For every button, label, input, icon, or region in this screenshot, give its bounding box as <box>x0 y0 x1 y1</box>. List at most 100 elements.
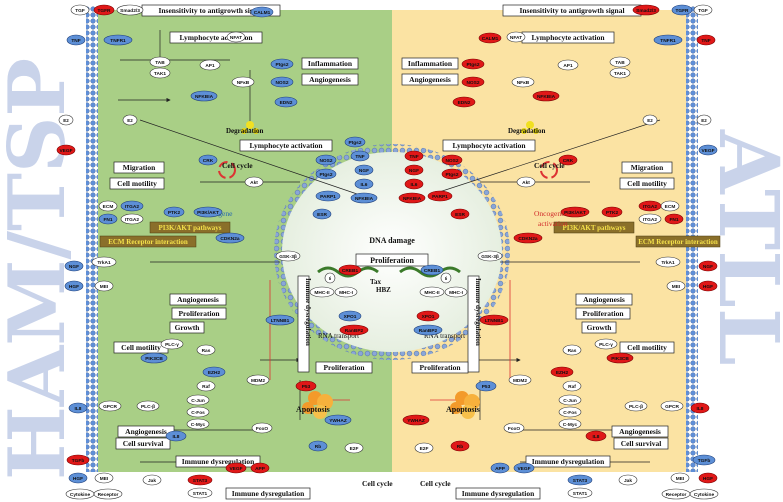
node-stat3-l: STAT3 <box>187 474 213 486</box>
box-lymph-act-mr: Lymphocyte activation <box>452 141 526 150</box>
node-label: VEGF <box>701 148 714 154</box>
node-fn1-l: FN1 <box>98 213 118 225</box>
node-stat1-l: STAT1 <box>187 487 213 499</box>
node-label: NFκB <box>237 80 250 86</box>
node-tnf-r: TNF <box>696 34 716 46</box>
label-dna-damage: DNA damage <box>369 236 415 245</box>
node-label: C-Jun <box>191 398 205 404</box>
node-e2-l1: E2 <box>58 114 74 126</box>
node-ranbp2-l: RanBP2 <box>339 324 369 336</box>
node-label: NOS2 <box>275 80 288 86</box>
node-label: ITGA2 <box>125 204 139 210</box>
node-label: Ii <box>329 276 332 281</box>
node-label: CDKN2a <box>220 236 240 242</box>
dna-strand-right <box>399 266 461 278</box>
node-p53-r: P53 <box>475 380 497 392</box>
node-tgf-l: TGF <box>70 4 90 16</box>
node-label: AP1 <box>205 63 215 69</box>
node-edn2-r: EDN2 <box>452 96 476 108</box>
node-nfkbia-l: NFKBIA <box>190 90 218 102</box>
node-label: PTK2 <box>606 210 619 216</box>
node-label: ECM <box>665 204 676 210</box>
node-label: Akt <box>250 180 258 186</box>
node-label: TNF <box>355 154 364 160</box>
node-creb1-l: CREB1 <box>338 264 362 276</box>
node-label: Ras <box>568 348 577 354</box>
node-ywhaz-r: YWHAZ <box>402 414 430 426</box>
node-hgf-r: HGF <box>698 280 718 292</box>
box-angio-pro-right: Angiogenesis <box>583 295 625 304</box>
node-receptor-r: Receptor <box>661 488 691 500</box>
node-label: Ptgs2 <box>445 172 458 178</box>
node-tnf-c: TNF <box>350 150 370 162</box>
node-akt-l: Akt <box>244 176 264 188</box>
node-mdm2-l: MDM2 <box>246 374 270 386</box>
node-edn2-l: EDN2 <box>274 96 298 108</box>
node-label: CREB1 <box>424 268 441 274</box>
node-label: C-Fos <box>563 410 577 416</box>
node-itga2b-r: ITGA2 <box>638 213 662 225</box>
label-cell-cycle-bottom-right: Cell cycle <box>420 479 451 488</box>
node-cjun-r: C-Jun <box>558 394 582 406</box>
node-label: PARP1 <box>432 194 448 200</box>
node-label: Ras <box>202 348 211 354</box>
node-nfkb-l: NFκB <box>231 76 255 88</box>
node-label: Jak <box>624 478 632 484</box>
node-label: CREB1 <box>342 268 359 274</box>
node-label: E2 <box>647 118 653 123</box>
node-crk-l: CRK <box>198 154 218 166</box>
node-cytokine-l: Cytokine <box>65 488 95 500</box>
node-plcb-l: PLC-β <box>136 400 160 412</box>
box-cell-motility-right-2: Cell motility <box>627 343 667 352</box>
node-tnf-cr: TNF <box>404 150 424 162</box>
node-e2f-l: E2F <box>344 442 364 454</box>
node-il8b-r: IL8 <box>585 430 607 442</box>
node-label: ESR <box>455 212 465 218</box>
node-ngf-r: NGF <box>698 260 718 272</box>
node-label: ESR <box>317 212 327 218</box>
node-label: Ptgs2 <box>275 62 288 68</box>
box-prolif-lower-right: Proliferation <box>419 363 461 372</box>
box-pi3k-right: PI3K/AKT pathways <box>562 224 625 232</box>
box-inflammation-right: Inflammation <box>408 59 453 68</box>
node-label: GSK-3β <box>481 254 499 260</box>
node-label: PLC-γ <box>165 342 179 348</box>
node-label: Raf <box>568 384 576 390</box>
node-ii-r: Ii <box>440 272 452 284</box>
node-label: FN1 <box>103 217 112 223</box>
box-immune-dys-bottom-left-2: Immune dysregulation <box>232 489 305 498</box>
node-label: Ptgs2 <box>348 140 361 146</box>
node-label: HGF <box>703 284 713 290</box>
box-angio-surv-left-2: Cell survival <box>123 439 164 448</box>
node-label: STAT3 <box>573 478 588 484</box>
node-ngf-cr: NGF <box>404 164 424 176</box>
node-label: PLC-γ <box>599 342 613 348</box>
node-il6-cr: IL6 <box>404 178 424 190</box>
node-label: STAT1 <box>193 491 208 497</box>
node-label: NFKBIA <box>403 196 422 202</box>
left-membrane <box>86 6 98 472</box>
node-ptk2-r: PTK2 <box>601 206 623 218</box>
node-label: FoxO <box>256 426 269 432</box>
node-mdm2-r: MDM2 <box>508 374 532 386</box>
node-label: PARP1 <box>320 194 336 200</box>
node-pik3cb-l: PIK3CB <box>140 352 168 364</box>
node-label: IL6 <box>361 182 368 188</box>
label-degradation-right: Degradation <box>508 127 545 135</box>
label-rna-transport-left: RNA transport <box>318 332 359 340</box>
node-label: PTK2 <box>168 210 181 216</box>
node-label: TAK1 <box>614 71 627 77</box>
node-label: STAT3 <box>193 478 208 484</box>
box-angiogenesis-left: Angiogenesis <box>309 75 351 84</box>
node-label: IL8 <box>697 406 704 412</box>
node-nos2-r: NOS2 <box>461 76 485 88</box>
node-creb1-r: CREB1 <box>420 264 444 276</box>
node-ap1-r: AP1 <box>557 59 579 71</box>
node-nfkbia-cr: NFKBIA <box>398 192 426 204</box>
node-rb-r: Rb <box>450 440 470 452</box>
node-label: RanBP2 <box>345 328 364 334</box>
node-ptgs2-l: Ptgs2 <box>270 58 294 70</box>
node-label: NFAT <box>510 35 522 41</box>
box-insensitivity-left: Insensitivity to antigrowth signal <box>158 6 263 15</box>
node-label: TNF <box>701 38 710 44</box>
